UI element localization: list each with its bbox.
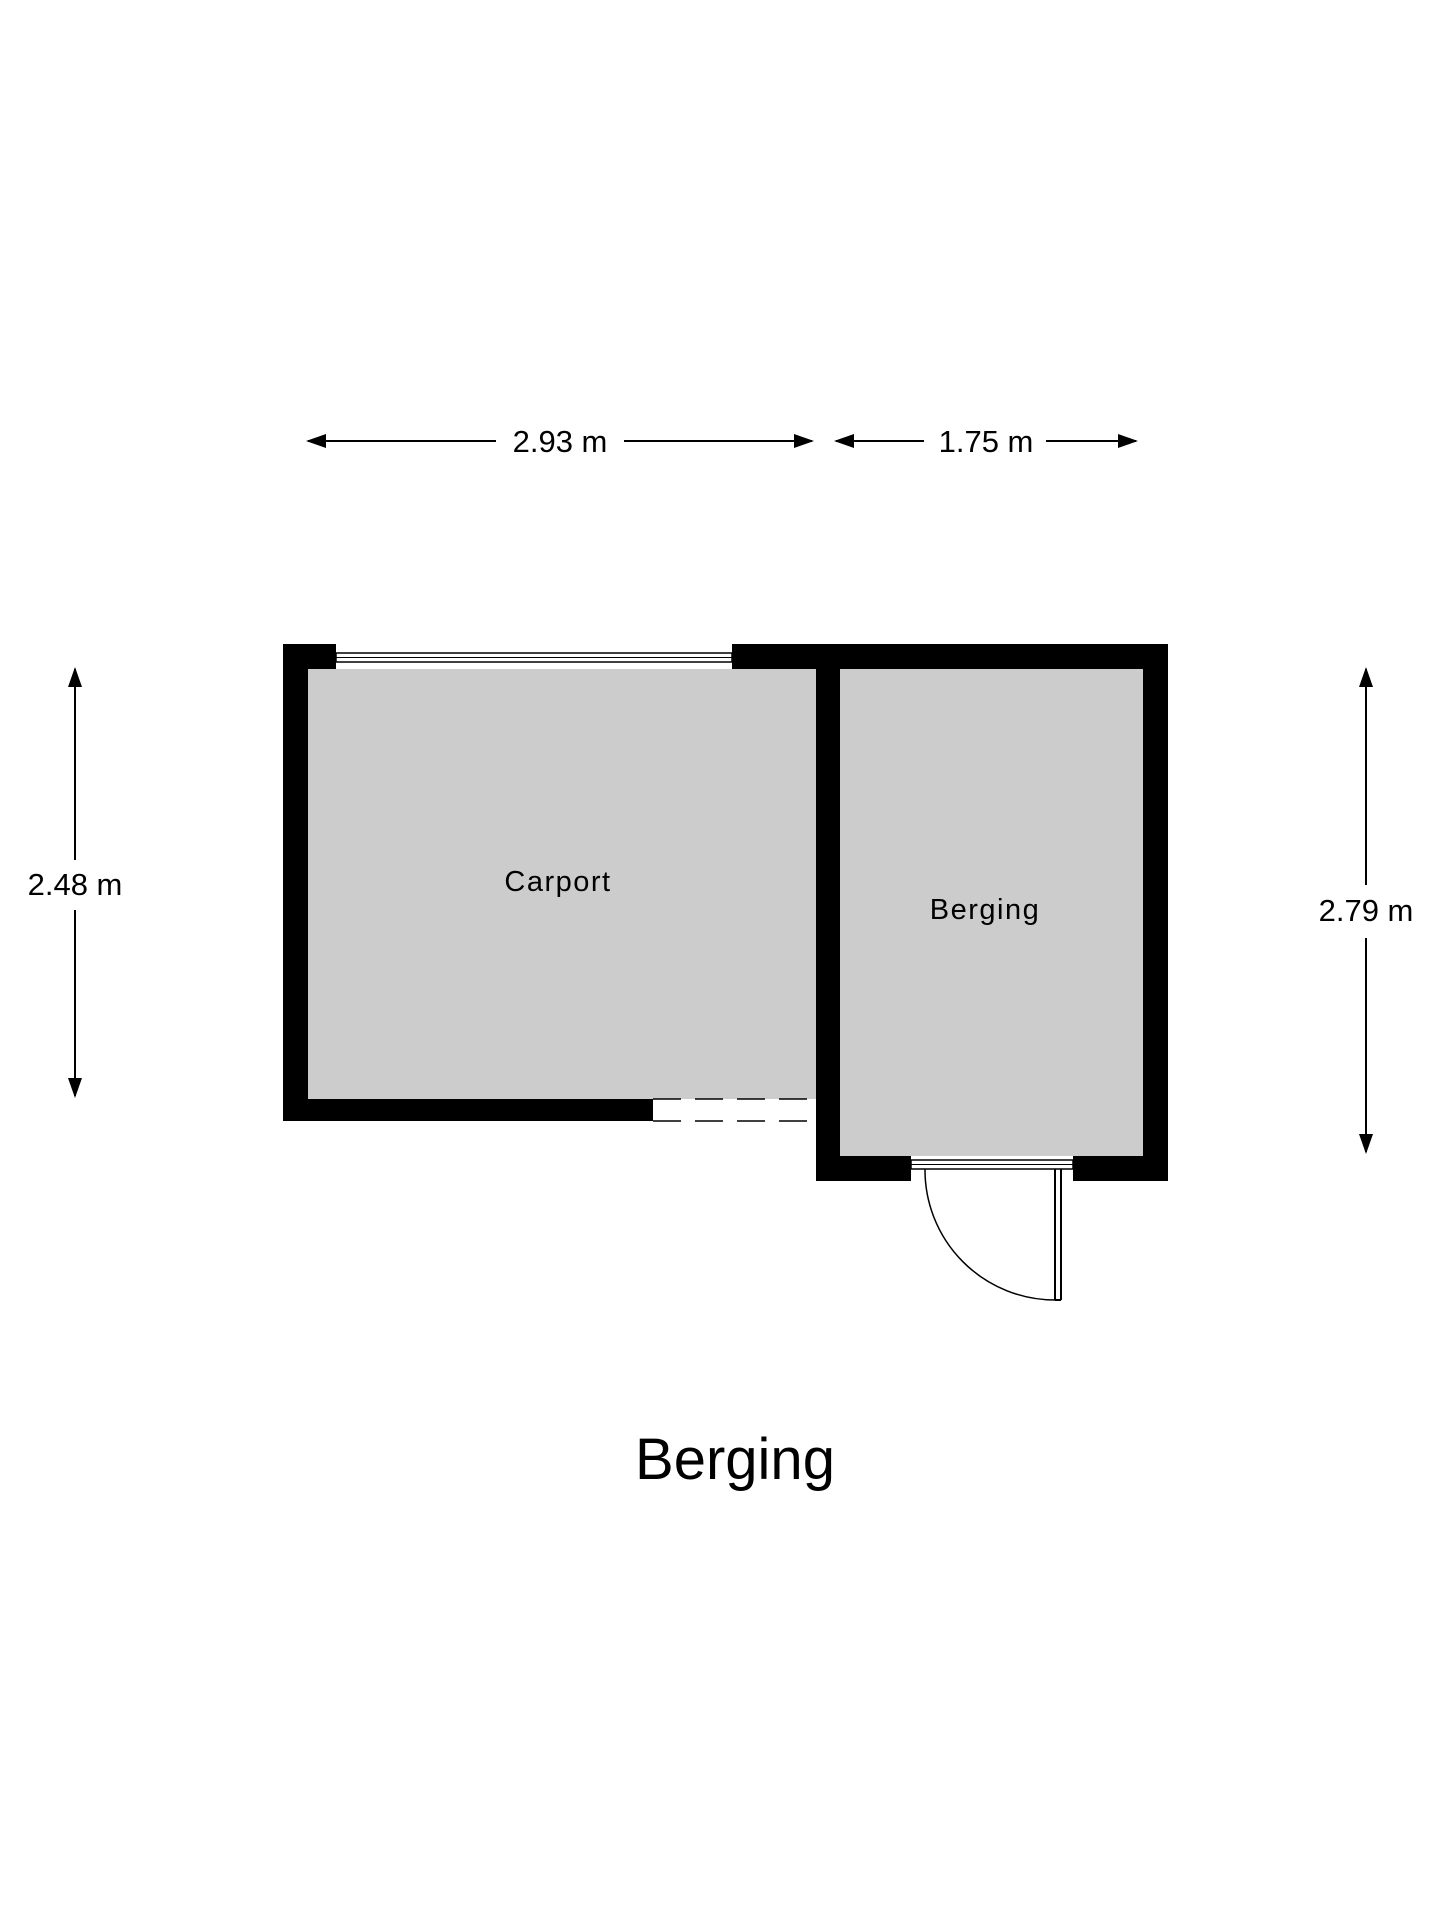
carport-wall-top-left-stub [283, 644, 336, 669]
dimension-left: 2.48 m [28, 667, 123, 1098]
carport-opening [653, 1098, 816, 1122]
room-label-berging: Berging [930, 894, 1040, 926]
dimension-left-label: 2.48 m [28, 867, 123, 902]
dimension-right-label: 2.79 m [1319, 893, 1414, 928]
berging-wall-bottom-left [816, 1156, 911, 1181]
dimension-top-right: 1.75 m [834, 424, 1138, 459]
berging-wall-top [816, 644, 1168, 669]
carport-window [335, 652, 733, 663]
floor-title: Berging [635, 1427, 835, 1492]
berging-wall-right [1143, 644, 1168, 1181]
room-label-carport: Carport [504, 866, 611, 898]
carport-floor [308, 669, 816, 1099]
carport-wall-left [283, 644, 308, 1121]
dimension-top-left-label: 2.93 m [513, 424, 608, 459]
berging-wall-left [816, 644, 840, 1181]
dimension-top-right-label: 1.75 m [939, 424, 1034, 459]
dimension-right: 2.79 m [1319, 667, 1414, 1154]
carport-wall-top-right [732, 644, 816, 669]
dimension-top-left: 2.93 m [306, 424, 814, 459]
berging-floor [840, 669, 1143, 1156]
carport-wall-bottom [283, 1099, 653, 1121]
berging-wall-bottom-right [1073, 1156, 1168, 1181]
berging-door [910, 1159, 1074, 1301]
